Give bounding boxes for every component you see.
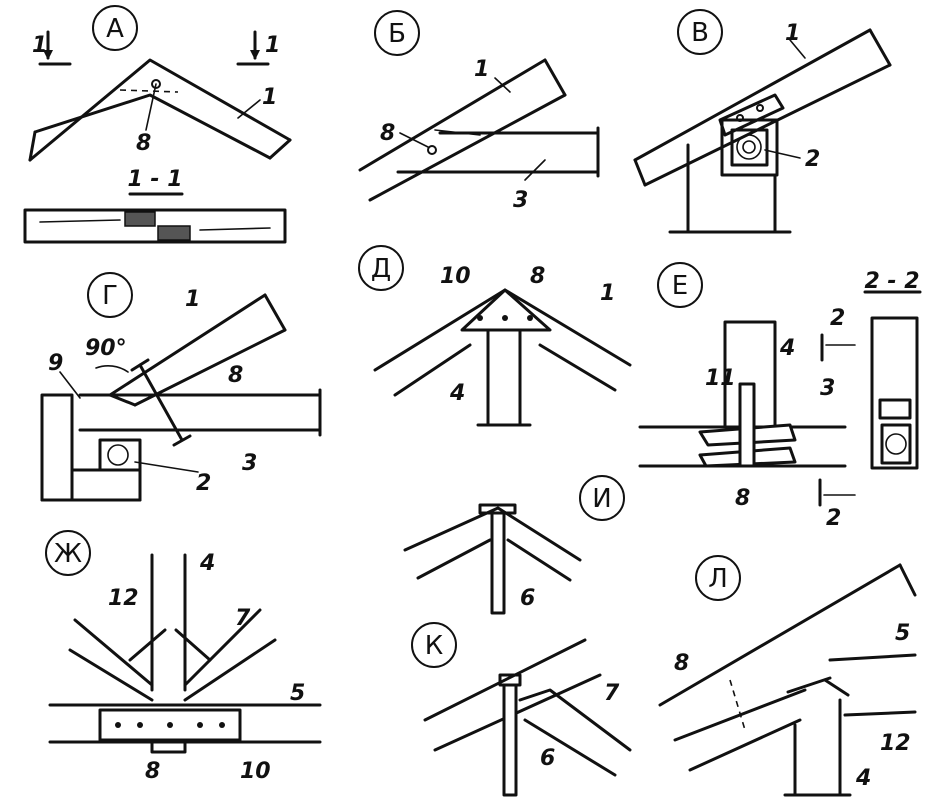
marker-4-d: 4 xyxy=(449,381,465,406)
bolt-8-g xyxy=(138,363,184,442)
marker-4-e: 4 xyxy=(779,336,795,361)
marker-6-k: 6 xyxy=(540,746,555,771)
marker-3-b: 3 xyxy=(513,188,528,213)
section-2-2-title: 2 - 2 xyxy=(864,269,919,294)
panel-l-circle xyxy=(695,555,741,601)
mauerlat-2-g xyxy=(107,444,129,466)
marker-10-d: 10 xyxy=(440,264,471,289)
detail-zh: Ж 4 12 7 5 8 10 xyxy=(45,530,322,784)
panel-d-circle xyxy=(358,245,404,291)
detail-d: Д 10 8 1 4 xyxy=(358,245,632,427)
section-mark-2-bottom: 2 xyxy=(826,506,841,531)
detail-g: Г 90° 9 8 1 2 3 xyxy=(40,272,322,502)
marker-5-zh: 5 xyxy=(290,681,305,706)
panel-a-circle xyxy=(92,5,138,51)
marker-4-zh: 4 xyxy=(199,551,215,576)
marker-12-l: 12 xyxy=(880,731,911,756)
marker-1-d: 1 xyxy=(600,281,615,306)
panel-a-label: А xyxy=(106,14,124,44)
marker-3-e: 3 xyxy=(820,376,835,401)
marker-5-l: 5 xyxy=(895,621,910,646)
marker-1-g: 1 xyxy=(185,287,200,312)
bracket-12-left xyxy=(128,628,167,662)
marker-8-a: 8 xyxy=(136,131,151,156)
bracket-12-right xyxy=(174,628,212,662)
detail-b: Б 8 1 3 xyxy=(358,10,600,213)
angle-90: 90° xyxy=(85,336,127,361)
panel-b-label: Б xyxy=(388,19,406,49)
detail-l: Л 8 5 12 4 xyxy=(658,555,917,797)
panel-v-circle xyxy=(677,9,723,55)
rod-6-i xyxy=(490,511,506,615)
section-mark-2-top: 2 xyxy=(830,306,845,331)
panel-g-circle xyxy=(87,272,133,318)
detail-i: И 6 xyxy=(403,475,625,615)
panel-v-label: В xyxy=(691,18,709,48)
panel-d-label: Д xyxy=(371,254,391,284)
marker-1-b: 1 xyxy=(474,57,489,82)
panel-zh-label: Ж xyxy=(54,539,82,569)
marker-3-g: 3 xyxy=(242,451,257,476)
marker-9-g: 9 xyxy=(48,351,63,376)
marker-8-e: 8 xyxy=(735,486,750,511)
rafter-pair-a xyxy=(28,58,292,162)
detail-e: Е 11 4 3 8 2 2 2 - 2 xyxy=(638,262,922,531)
mauerlat-2-v xyxy=(730,128,769,167)
marker-8-l: 8 xyxy=(674,651,689,676)
marker-8-d: 8 xyxy=(530,264,545,289)
marker-1-a: 1 xyxy=(262,85,277,110)
marker-10-zh: 10 xyxy=(240,759,271,784)
detail-a: А 1 1 8 1 1 - 1 xyxy=(23,5,292,244)
bracket-12-l xyxy=(786,676,832,694)
marker-8-zh: 8 xyxy=(145,759,160,784)
panel-i-circle xyxy=(579,475,625,521)
bolt-8-b xyxy=(427,145,437,155)
marker-2-v: 2 xyxy=(805,147,820,172)
panel-k-circle xyxy=(411,622,457,668)
marker-6-i: 6 xyxy=(520,586,535,611)
marker-8-b: 8 xyxy=(380,121,395,146)
marker-7-k: 7 xyxy=(604,681,620,706)
section-mark-1-right: 1 xyxy=(265,33,280,58)
detail-v: В 2 1 xyxy=(633,9,892,234)
marker-4-l: 4 xyxy=(855,766,871,791)
section-mark-1-left: 1 xyxy=(32,33,47,58)
section-1-1-title: 1 - 1 xyxy=(127,167,182,192)
panel-zh-circle xyxy=(45,530,91,576)
panel-l-label: Л xyxy=(708,564,728,594)
section-1-1-board xyxy=(23,208,287,244)
marker-11-e: 11 xyxy=(705,366,736,391)
bolt-11-e xyxy=(738,382,756,468)
panel-g-label: Г xyxy=(102,281,118,311)
panel-e-label: Е xyxy=(672,271,688,301)
marker-12-zh: 12 xyxy=(108,586,139,611)
marker-2-g: 2 xyxy=(196,471,211,496)
panel-b-circle xyxy=(374,10,420,56)
marker-7-zh: 7 xyxy=(235,606,251,631)
marker-8-g: 8 xyxy=(228,363,243,388)
rod-6-k xyxy=(502,683,518,797)
detail-k: К 6 7 xyxy=(411,622,632,797)
mauerlat-2-e xyxy=(880,423,912,465)
marker-1-v: 1 xyxy=(785,21,800,46)
panel-k-label: К xyxy=(425,631,443,661)
panel-e-circle xyxy=(657,262,703,308)
panel-i-label: И xyxy=(592,484,611,514)
